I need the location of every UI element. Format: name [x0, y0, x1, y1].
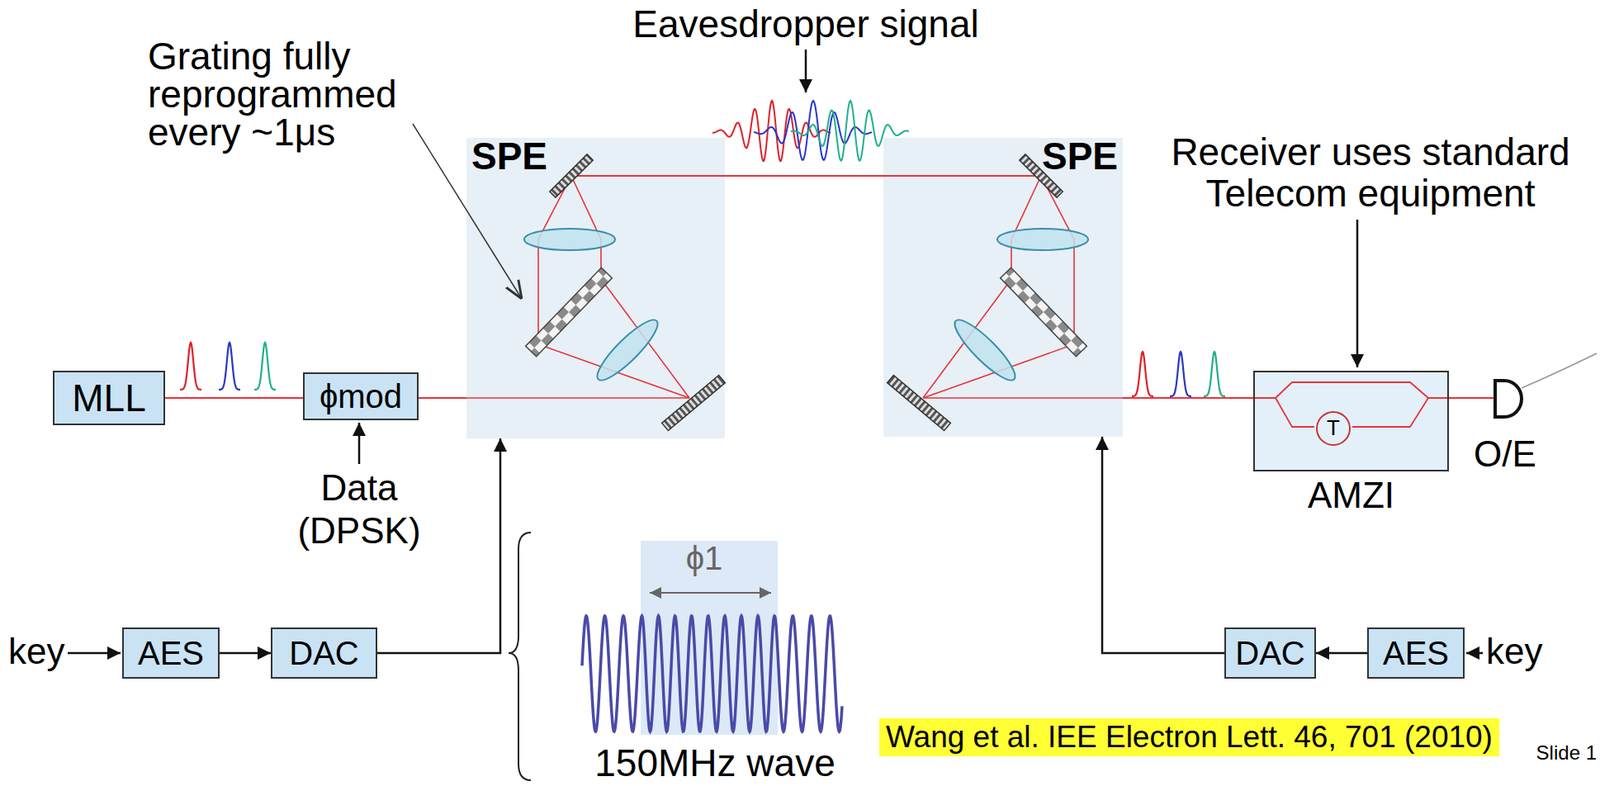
text-label: Receiver uses standard Telecom equipment	[1147, 132, 1594, 214]
pointer-arrow	[804, 49, 808, 93]
brace	[508, 532, 531, 781]
pulse-shaper-optics	[887, 154, 1146, 431]
node-label: AMZI	[1307, 476, 1395, 515]
cipher-box: AES	[1367, 627, 1465, 679]
beam-rays	[538, 175, 690, 398]
lens	[590, 312, 664, 387]
text-label: O/E	[1473, 434, 1537, 474]
beam-rays	[466, 397, 690, 399]
node-label: SPE	[471, 139, 548, 174]
fiber-arm	[1254, 382, 1448, 398]
pulse	[1203, 351, 1226, 397]
pulse	[218, 342, 241, 390]
pulse	[254, 342, 276, 390]
text-label: Eavesdropper signal	[632, 4, 979, 46]
detector-wire	[1521, 353, 1597, 389]
optical-fiber	[1122, 397, 1254, 399]
text-label: Slide 1	[1536, 742, 1597, 764]
fiber-arm	[1275, 397, 1315, 427]
dac-box: DAC	[270, 627, 378, 679]
lens	[524, 228, 616, 251]
programmable-grating	[525, 267, 613, 356]
node-label: T	[1326, 416, 1340, 440]
rf-wave	[582, 615, 843, 732]
diffraction-grating	[662, 374, 726, 431]
pulse	[1169, 351, 1192, 397]
beam-rays	[466, 175, 690, 398]
text-label: key	[1486, 631, 1543, 672]
text-label: ϕ1	[686, 540, 724, 577]
spe-panel: SPE	[883, 137, 1123, 437]
optical-fiber	[165, 397, 303, 399]
spe-panel-fill	[883, 137, 1123, 437]
pulse-shaper-optics	[466, 154, 725, 431]
mirror	[549, 154, 593, 198]
spe-panel: SPE	[466, 137, 725, 439]
interferometer-arms	[1254, 372, 1448, 470]
signal-arrow	[1102, 436, 1225, 654]
node-label: AES	[137, 635, 204, 671]
fiber-arm	[1352, 397, 1429, 427]
data-arrow	[358, 422, 361, 464]
laser-box: MLL	[52, 370, 166, 426]
node-label: DAC	[288, 635, 359, 671]
cipher-box: AES	[122, 627, 220, 679]
interferometer-box: AMZIT	[1253, 370, 1449, 472]
node-label: AES	[1382, 635, 1449, 671]
fiber-line	[1448, 397, 1496, 399]
node-label: ϕmod	[319, 378, 403, 414]
dac-box: DAC	[1224, 627, 1316, 679]
signal-arrow	[1315, 652, 1368, 655]
spe-panel-fill	[466, 137, 725, 439]
modulator-box: ϕmod	[302, 372, 419, 421]
pointer-arrow	[1356, 219, 1359, 368]
text-label: Grating fully reprogrammed every ~1μs	[147, 37, 429, 152]
pulse	[1131, 351, 1154, 397]
phase-span-arrow	[649, 591, 772, 594]
text-label: key	[8, 631, 65, 672]
free-space-beam	[571, 175, 1042, 177]
node-label: DAC	[1235, 635, 1305, 671]
photodetector	[1495, 380, 1522, 417]
text-label: 150MHz wave	[594, 743, 835, 782]
node-label: SPE	[1041, 139, 1118, 174]
waveform	[790, 100, 909, 161]
pulse	[179, 342, 202, 390]
signal-arrow	[219, 652, 271, 655]
sine-wave	[582, 615, 843, 732]
optical-fiber	[418, 397, 467, 399]
key-arrow	[67, 652, 121, 655]
key-arrow	[1466, 652, 1483, 655]
text-label: Data (DPSK)	[284, 466, 434, 553]
eavesdropper-waveform	[712, 100, 909, 161]
waveform	[712, 100, 831, 161]
delay-circle: T	[1315, 411, 1351, 446]
citation: Wang et al. IEE Electron Lett. 46, 701 (…	[879, 718, 1500, 757]
node-label: MLL	[71, 378, 146, 418]
